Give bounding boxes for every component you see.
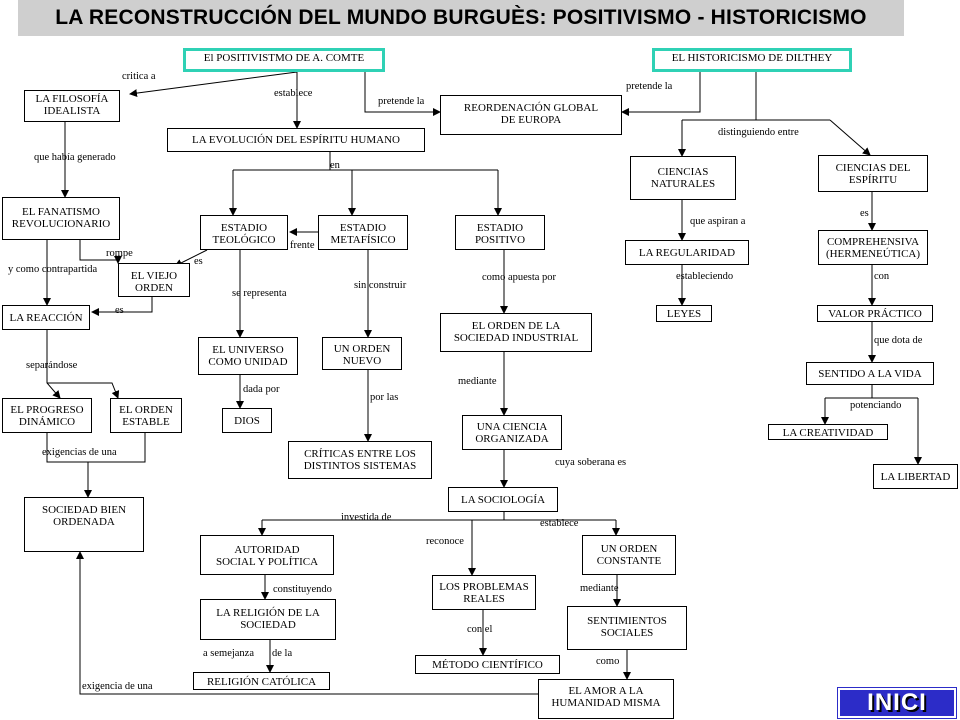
link-label-de-la: de la: [272, 648, 293, 659]
node-orden-nuevo: UN ORDEN NUEVO: [322, 337, 402, 370]
node-universo-unidad: EL UNIVERSO COMO UNIDAD: [198, 337, 298, 375]
link-label-establece: establece: [274, 88, 313, 99]
link-label-que-dota: que dota de: [874, 335, 923, 346]
title-bar: LA RECONSTRUCCIÓN DEL MUNDO BURGUÈS: POS…: [18, 0, 904, 36]
node-la-reaccion: LA REACCIÓN: [2, 305, 90, 330]
node-sentido-vida: SENTIDO A LA VIDA: [806, 362, 934, 385]
node-viejo-orden: EL VIEJO ORDEN: [118, 263, 190, 297]
node-estadio-teologico: ESTADIO TEOLÓGICO: [200, 215, 288, 250]
link-label-contrapartida: y como contrapartida: [8, 264, 98, 275]
node-religion-sociedad: LA RELIGIÓN DE LA SOCIEDAD: [200, 599, 336, 640]
node-criticas-sistemas: CRÍTICAS ENTRE LOS DISTINTOS SISTEMAS: [288, 441, 432, 479]
node-libertad: LA LIBERTAD: [873, 464, 958, 489]
node-ciencias-espiritu: CIENCIAS DEL ESPÍRITU: [818, 155, 928, 192]
node-filosofia-idealista: LA FILOSOFÍA IDEALISTA: [24, 90, 120, 122]
node-evolucion-espiritu: LA EVOLUCIÓN DEL ESPÍRITU HUMANO: [167, 128, 425, 152]
link-label-distinguiendo: distinguiendo entre: [718, 127, 799, 138]
link-label-critica: critica a: [122, 71, 156, 82]
link-label-pretende-2: pretende la: [626, 81, 673, 92]
link-label-cuya-soberana: cuya soberana es: [555, 457, 627, 468]
link-label-en: en: [330, 160, 340, 171]
link-label-reconoce: reconoce: [426, 536, 464, 547]
link-label-se-representa: se representa: [232, 288, 287, 299]
link-label-como-apuesta: como apuesta por: [482, 272, 557, 283]
node-estadio-positivo: ESTADIO POSITIVO: [455, 215, 545, 250]
link-label-mediante-1: mediante: [458, 376, 497, 387]
node-estadio-metafisico: ESTADIO METAFÍSICO: [318, 215, 408, 250]
link-label-rompe: rompe: [106, 248, 133, 259]
link-label-que-habia: que había generado: [34, 152, 116, 163]
node-positivismo-comte: El POSITIVISTMO DE A. COMTE: [183, 48, 385, 72]
page-title: LA RECONSTRUCCIÓN DEL MUNDO BURGUÈS: POS…: [55, 6, 867, 29]
node-regularidad: LA REGULARIDAD: [625, 240, 749, 265]
node-autoridad-social: AUTORIDAD SOCIAL Y POLÍTICA: [200, 535, 334, 575]
link-label-por-las: por las: [370, 392, 399, 403]
link-label-mediante-2: mediante: [580, 583, 619, 594]
link-label-como: como: [596, 656, 620, 667]
node-ciencia-organizada: UNA CIENCIA ORGANIZADA: [462, 415, 562, 450]
link-label-que-aspiran: que aspiran a: [690, 216, 746, 227]
node-sentimientos-sociales: SENTIMIENTOS SOCIALES: [567, 606, 687, 650]
node-progreso-dinamico: EL PROGRESO DINÁMICO: [2, 398, 92, 433]
node-orden-sociedad-industrial: EL ORDEN DE LA SOCIEDAD INDUSTRIAL: [440, 313, 592, 352]
node-religion-catolica: RELIGIÓN CATÓLICA: [193, 672, 330, 690]
node-problemas-reales: LOS PROBLEMAS REALES: [432, 575, 536, 610]
node-comprehensiva: COMPREHENSIVA (HERMENEÚTICA): [818, 230, 928, 265]
link-label-es-1: es: [194, 256, 203, 267]
node-reordenacion-europa: REORDENACIÓN GLOBAL DE EUROPA: [440, 95, 622, 135]
node-sociologia: LA SOCIOLOGÍA: [448, 487, 558, 512]
node-metodo-cientifico: MÉTODO CIENTÍFICO: [415, 655, 560, 674]
inici-button[interactable]: INICI: [837, 687, 957, 719]
link-label-es-3: es: [860, 208, 869, 219]
link-label-con-el: con el: [467, 624, 493, 635]
node-leyes: LEYES: [656, 305, 712, 322]
link-label-constituyendo: constituyendo: [273, 584, 332, 595]
link-label-con: con: [874, 271, 890, 282]
link-label-es-2: es: [115, 305, 124, 316]
node-sociedad-bien-ordenada: SOCIEDAD BIEN ORDENADA: [24, 497, 144, 552]
link-label-potenciando: potenciando: [850, 400, 902, 411]
link-label-sin-construir: sin construir: [354, 280, 407, 291]
node-valor-practico: VALOR PRÁCTICO: [817, 305, 933, 322]
link-label-exigencias: exigencias de una: [42, 447, 117, 458]
node-ciencias-naturales: CIENCIAS NATURALES: [630, 156, 736, 200]
link-label-investida: investida de: [341, 512, 392, 523]
link-label-a-semejanza: a semejanza: [203, 648, 255, 659]
link-label-pretende-1: pretende la: [378, 96, 425, 107]
node-historicismo-dilthey: EL HISTORICISMO DE DILTHEY: [652, 48, 852, 72]
node-amor-humanidad: EL AMOR A LA HUMANIDAD MISMA: [538, 679, 674, 719]
node-creatividad: LA CREATIVIDAD: [768, 424, 888, 440]
node-orden-constante: UN ORDEN CONSTANTE: [582, 535, 676, 575]
link-label-dada-por: dada por: [243, 384, 280, 395]
link-label-establece-2: establece: [540, 518, 579, 529]
node-orden-estable: EL ORDEN ESTABLE: [110, 398, 182, 433]
inici-button-label: INICI: [867, 689, 927, 716]
node-dios: DIOS: [222, 408, 272, 433]
link-label-exigencia: exigencia de una: [82, 681, 153, 692]
link-label-frente: frente: [290, 240, 315, 251]
link-label-separandose: separándose: [26, 360, 78, 371]
node-fanatismo-revolucionario: EL FANATISMO REVOLUCIONARIO: [2, 197, 120, 240]
link-label-estableciendo: estableciendo: [676, 271, 734, 282]
